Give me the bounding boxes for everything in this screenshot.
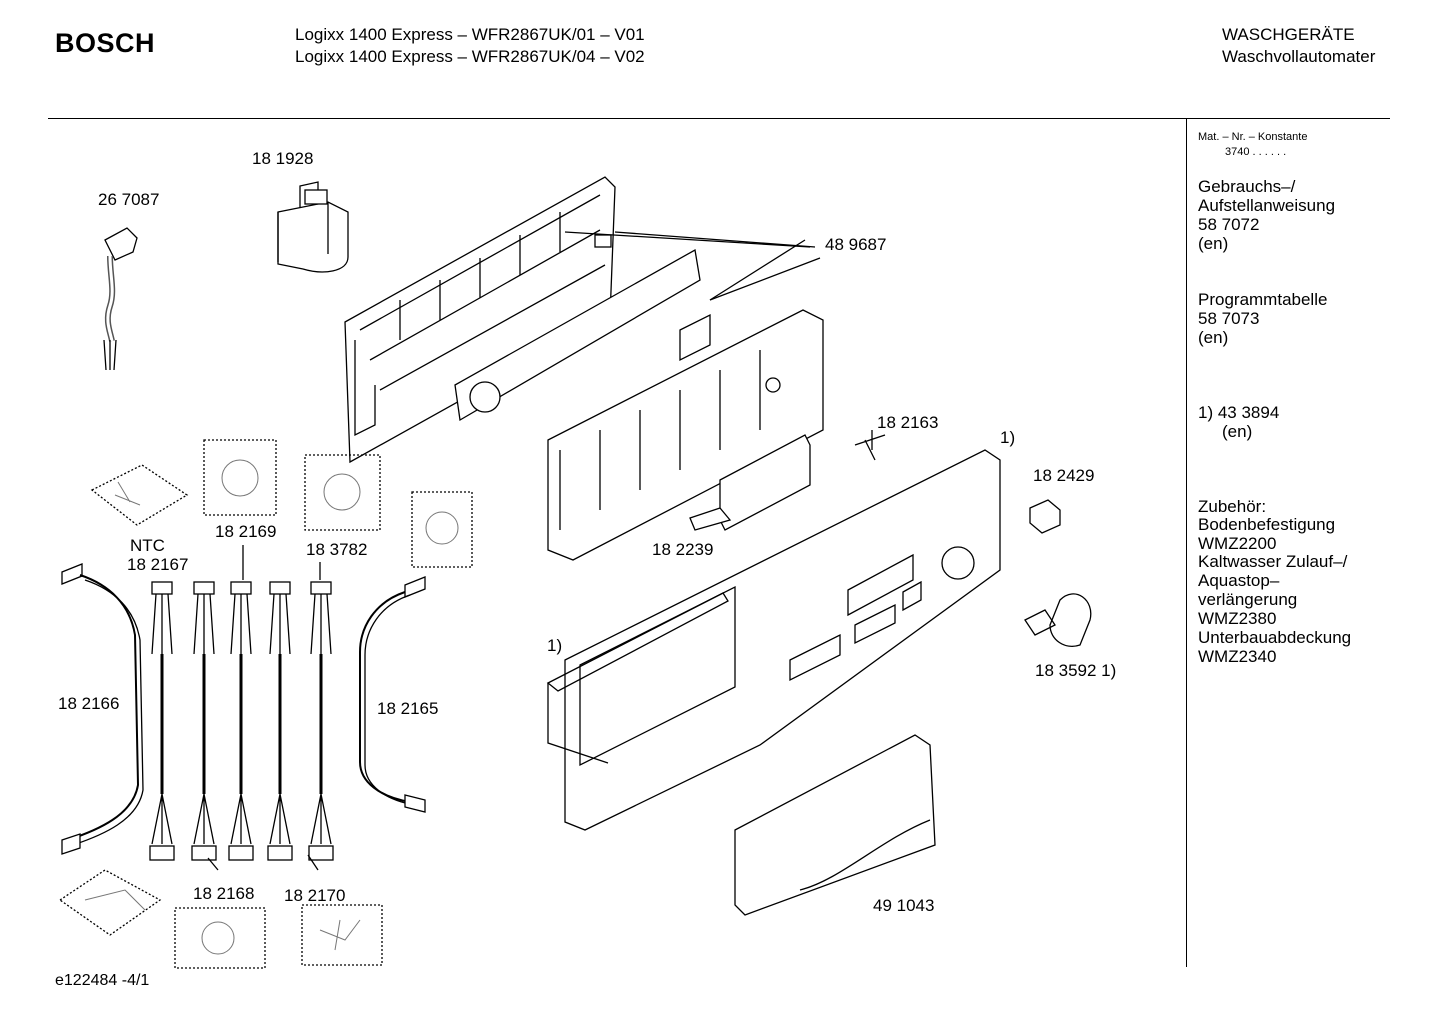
accessory-5: verlängerung [1198,590,1298,609]
program-number: 58 7073 [1198,309,1260,328]
front-panel-part [546,449,1001,831]
accessory-3: Kaltwasser Zulauf–/ [1198,552,1348,571]
constant-label: Mat. – Nr. – Konstante [1198,131,1308,143]
part-label-182166: 18 2166 [58,694,120,713]
part-label-491043: 49 1043 [873,896,935,915]
part-label-181928: 18 1928 [252,149,314,168]
accessory-7: Unterbauabdeckung [1198,628,1352,647]
part-label-183592: 18 3592 1) [1035,661,1117,680]
constant-value: 3740 . . . . . . [1225,146,1287,158]
part-label-489687: 48 9687 [825,235,887,254]
accessory-2: WMZ2200 [1198,534,1277,553]
dispenser-handle-part [734,734,936,916]
part-label-182165: 18 2165 [377,699,439,718]
accessory-0: Zubehör: [1198,497,1267,516]
model-line-2: Logixx 1400 Express – WFR2867UK/04 – V02 [295,47,645,66]
manual-title-1: Gebrauchs–/ [1198,177,1296,196]
brand-logo: BOSCH [55,28,156,58]
cable-harness-parts [61,231,821,871]
accessory-4: Aquastop– [1198,571,1280,590]
display-part [689,430,886,531]
category: WASCHGERÄTE [1222,25,1355,44]
footnote-marker-left: 1) [547,636,563,655]
exploded-parts-diagram [58,176,1092,969]
subcategory: Waschvollautomater [1222,47,1376,66]
accessory-6: WMZ2380 [1198,609,1277,628]
part-label-182163: 18 2163 [877,413,939,432]
manual-number: 58 7072 [1198,215,1260,234]
part-label-182429: 18 2429 [1033,466,1095,485]
control-housing-part [344,176,824,561]
power-cord-part [103,227,138,371]
accessory-1: Bodenbefestigung [1198,515,1336,534]
sidebar-divider [1186,119,1187,967]
part-label-267087: 26 7087 [98,190,160,209]
part-label-182170: 18 2170 [284,886,346,905]
detail-sketches [84,459,459,955]
note-lang: (en) [1222,422,1253,441]
detail-boxes [58,439,473,969]
part-label-182167: 18 2167 [127,555,189,574]
lamp-holder-part [1029,499,1061,534]
program-title: Programmtabelle [1198,290,1328,309]
manual-title-2: Aufstellanweisung [1198,196,1336,215]
note-number: 1) 43 3894 [1198,403,1280,422]
accessory-8: WMZ2340 [1198,647,1277,666]
manual-lang: (en) [1198,234,1229,253]
header-divider [48,118,1390,119]
part-label-183782: 18 3782 [306,540,368,559]
diagram-reference: e122484 -4/1 [55,972,150,989]
model-line-1: Logixx 1400 Express – WFR2867UK/01 – V01 [295,25,645,44]
part-label-ntc: NTC [130,536,165,555]
part-label-182239: 18 2239 [652,540,714,559]
filter-part [277,181,349,273]
footnote-marker-top: 1) [1000,428,1016,447]
part-label-182169: 18 2169 [215,522,277,541]
part-label-182168: 18 2168 [193,884,255,903]
program-lang: (en) [1198,328,1229,347]
knob-part [1024,593,1092,647]
